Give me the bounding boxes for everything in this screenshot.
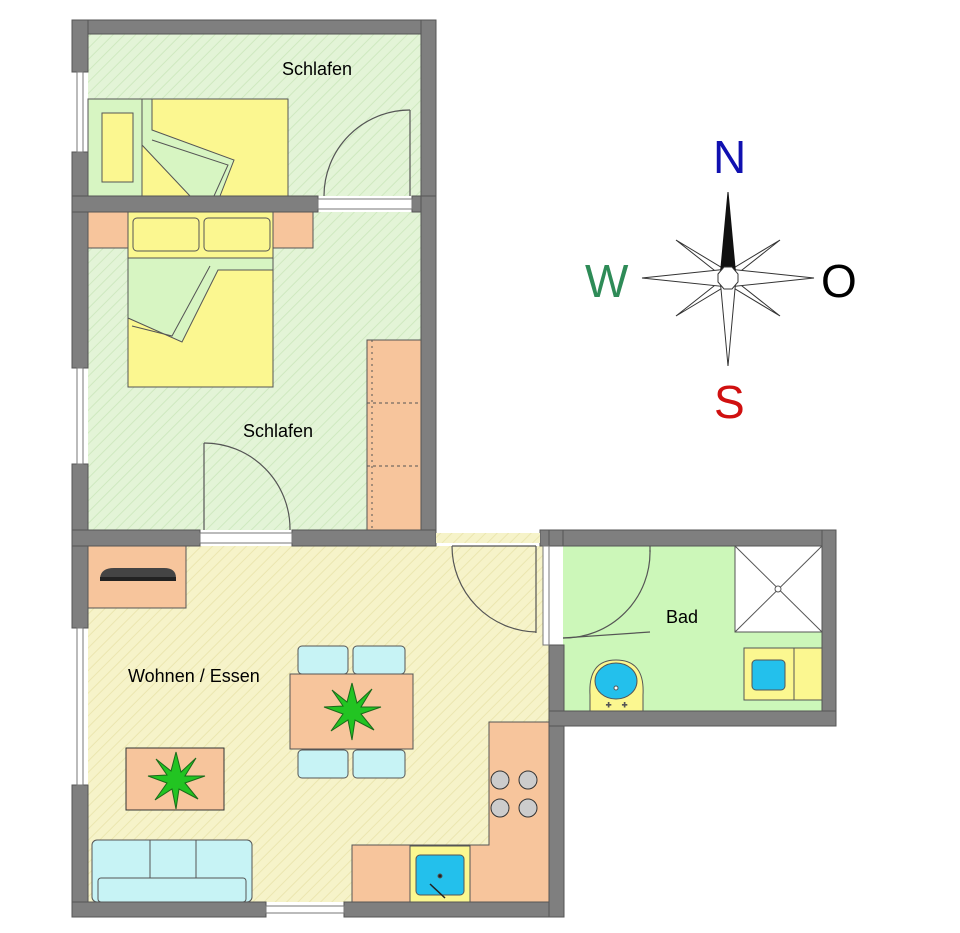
tv-icon [100, 568, 176, 581]
washbasin: + + [589, 659, 644, 712]
walls [71, 19, 837, 918]
shower [734, 545, 823, 633]
kitchen-counter [351, 721, 550, 903]
stove-icon [490, 770, 538, 818]
compass-east: O [821, 255, 857, 307]
windows [76, 71, 550, 914]
room-label-bedroom-main: Schlafen [243, 421, 313, 441]
room-label-bath: Bad [666, 607, 698, 627]
nightstands [87, 211, 314, 249]
sofa [91, 839, 253, 903]
plant-icon [323, 682, 382, 741]
compass-north: N [713, 131, 746, 183]
wardrobe [366, 339, 422, 531]
doors [203, 109, 651, 639]
plant-icon [147, 751, 206, 810]
double-bed [127, 211, 274, 388]
room-label-bedroom-top: Schlafen [282, 59, 352, 79]
room-label-living: Wohnen / Essen [128, 666, 260, 686]
single-bed [87, 98, 289, 197]
sink-icon [409, 845, 471, 903]
compass-rose-icon [641, 191, 815, 367]
svg-text:+: + [606, 700, 611, 710]
svg-text:+: + [622, 700, 627, 710]
compass-west: W [585, 255, 629, 307]
compass-south: S [714, 376, 745, 428]
toilet [743, 647, 823, 701]
